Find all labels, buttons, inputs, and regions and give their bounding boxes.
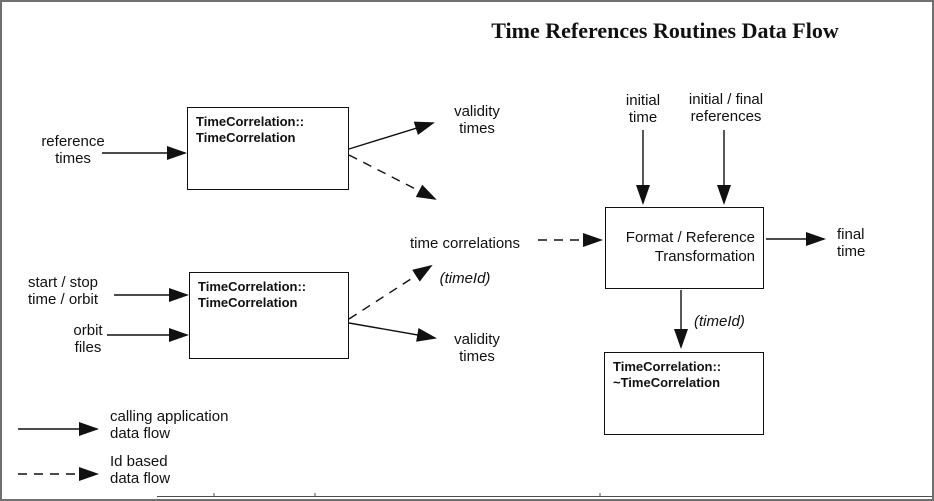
arrow-constructor-to-validity-times-bottom xyxy=(348,322,437,342)
label-timeid-param: (timeId) xyxy=(694,313,745,330)
node-timecorrelation-constructor-top-label: TimeCorrelation:: TimeCorrelation xyxy=(196,114,305,145)
node-format-reference-transformation: Format / Reference Transformation xyxy=(605,207,764,289)
arrow-constructor-to-time-correlations-bottom xyxy=(348,264,433,320)
legend-solid-flow-label: calling application data flow xyxy=(110,408,229,443)
label-start-stop-time-orbit: start / stop time / orbit xyxy=(28,274,99,309)
label-time-correlations-param: (timeId) xyxy=(439,269,491,287)
page-title: Time References Routines Data Flow xyxy=(491,18,839,43)
label-initial-time: initial time xyxy=(625,92,661,127)
label-orbit-files: orbit files xyxy=(73,322,103,357)
node-timecorrelation-destructor-label: TimeCorrelation:: ~TimeCorrelation xyxy=(613,359,722,390)
label-validity-times-top: validity times xyxy=(454,103,500,138)
node-format-reference-transformation-label: Format / Reference Transformation xyxy=(625,229,755,265)
label-validity-times-bottom: validity times xyxy=(454,331,500,366)
label-reference-times: reference times xyxy=(41,133,105,168)
cropped-table-edge xyxy=(157,493,932,497)
node-timecorrelation-constructor-bottom: TimeCorrelation:: TimeCorrelation xyxy=(189,272,349,359)
label-time-correlations-text: time correlations xyxy=(409,235,521,253)
label-initial-final-references: initial / final references xyxy=(688,91,764,126)
label-time-correlations: time correlations (timeId) xyxy=(390,218,540,304)
node-timecorrelation-constructor-bottom-label: TimeCorrelation:: TimeCorrelation xyxy=(198,279,307,310)
arrow-constructor-to-validity-times-top xyxy=(348,121,435,150)
node-timecorrelation-constructor-top: TimeCorrelation:: TimeCorrelation xyxy=(187,107,349,190)
arrow-constructor-to-time-correlations-top xyxy=(348,154,437,200)
node-timecorrelation-destructor: TimeCorrelation:: ~TimeCorrelation xyxy=(604,352,764,435)
legend-dashed-flow-label: Id based data flow xyxy=(110,453,171,488)
label-final-time: final time xyxy=(837,226,866,261)
